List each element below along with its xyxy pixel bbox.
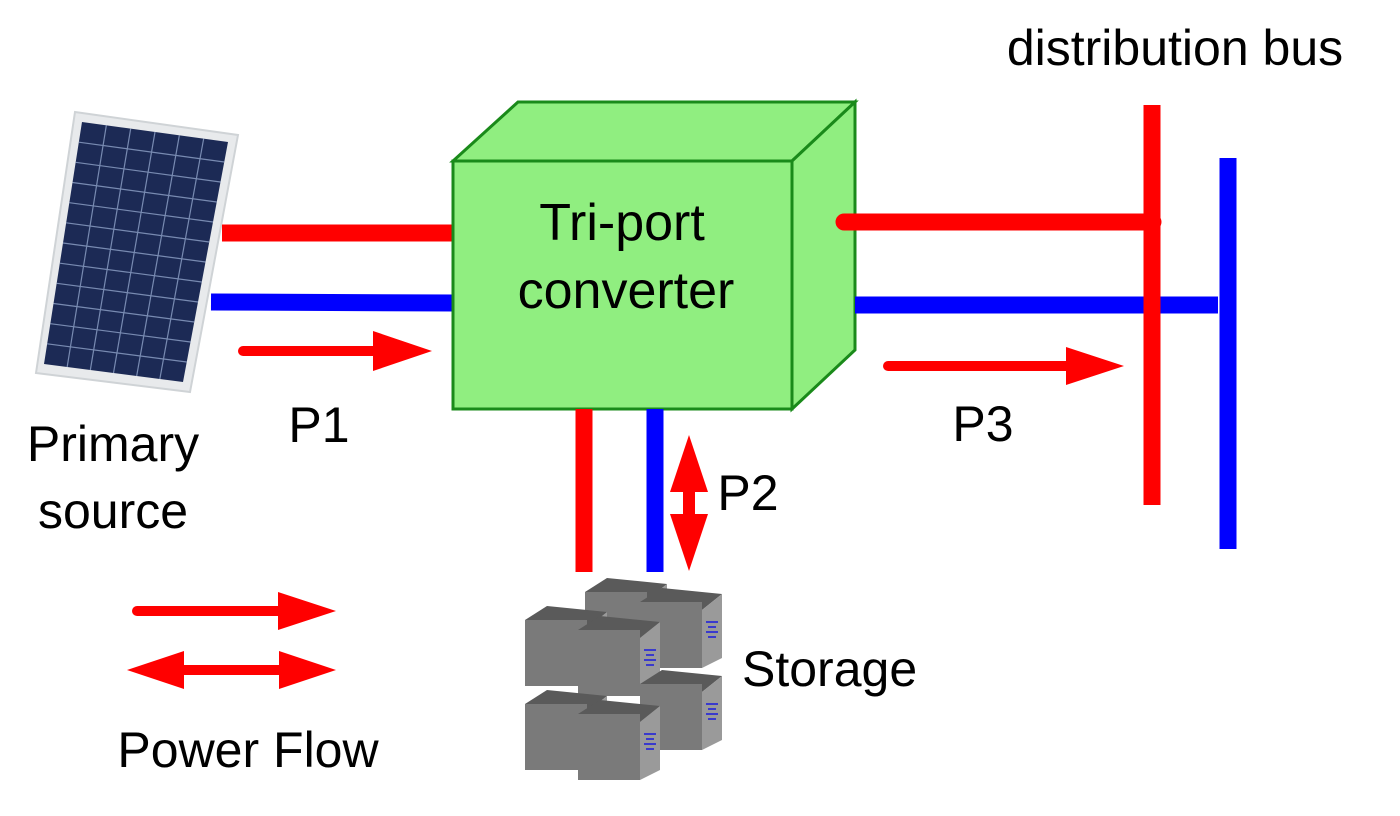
panel-grid-line xyxy=(66,222,210,243)
p3-flow-arrow xyxy=(883,347,1124,385)
tri-port-converter: Tri-port converter xyxy=(449,98,859,413)
panel-grid-line xyxy=(75,161,221,183)
panel-grid-line xyxy=(78,141,225,163)
panel-grid-line xyxy=(50,323,191,343)
legend-label: Power Flow xyxy=(117,722,379,778)
legend-bidirectional-arrow xyxy=(127,651,336,689)
p2-label: P2 xyxy=(717,465,778,521)
source-negative-line xyxy=(210,293,457,312)
panel-grid-line xyxy=(56,282,199,303)
panel-grid-line xyxy=(59,262,202,283)
legend: Power Flow xyxy=(117,592,379,778)
panel-grid-line xyxy=(69,202,214,223)
legend-unidirectional-arrow xyxy=(132,592,336,630)
p3-label: P3 xyxy=(952,396,1013,452)
converter-label-line2: converter xyxy=(518,262,735,320)
source-label-line1: Primary xyxy=(27,416,199,472)
p1-label: P1 xyxy=(288,397,349,453)
battery-cell-icon xyxy=(640,588,722,668)
bus-label: distribution bus xyxy=(1007,20,1343,76)
panel-grid-line xyxy=(72,181,217,203)
battery-cell-icon xyxy=(578,700,660,780)
panel-grid-line xyxy=(47,343,187,363)
panel-grid-line xyxy=(53,302,195,323)
converter-label-line1: Tri-port xyxy=(539,194,705,252)
source-label-line2: source xyxy=(38,483,188,539)
solar-panel-icon xyxy=(34,110,240,394)
p1-flow-arrow xyxy=(238,331,432,371)
battery-storage-icon xyxy=(525,578,722,780)
storage-label: Storage xyxy=(742,641,917,697)
p2-flow-arrow xyxy=(670,435,708,571)
panel-grid-line xyxy=(62,242,206,263)
